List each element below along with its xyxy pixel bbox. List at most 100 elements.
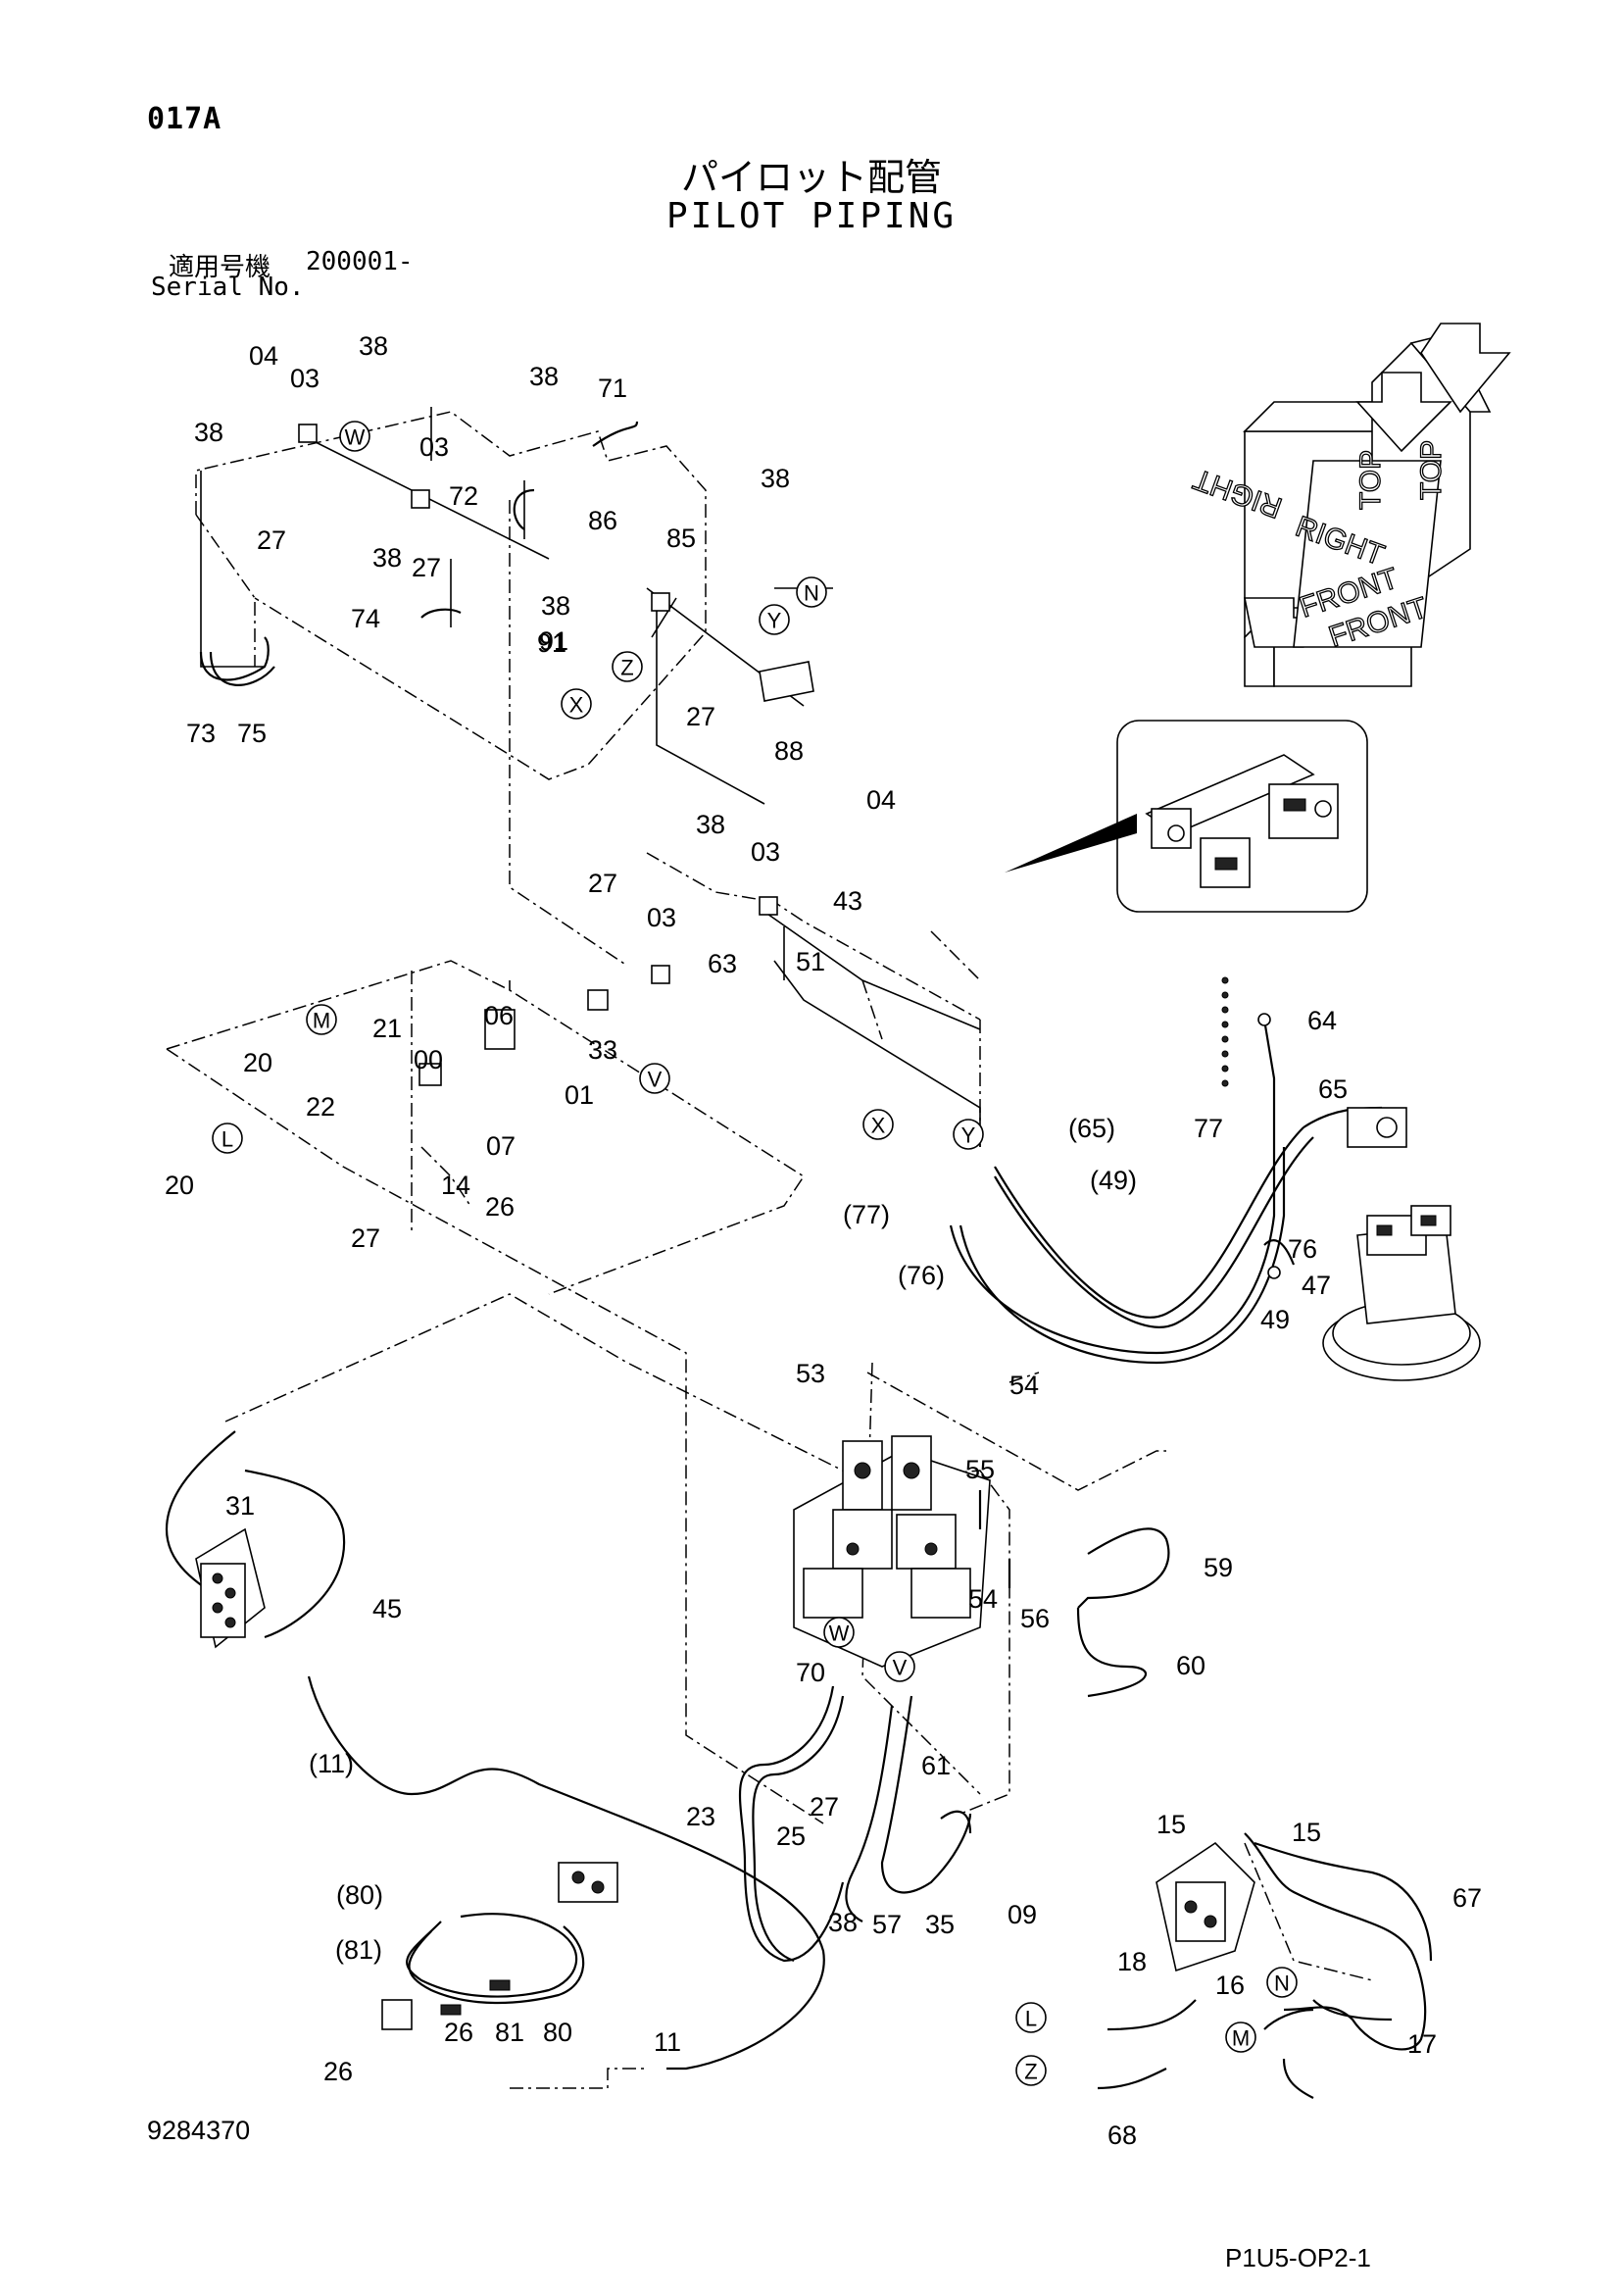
part-callout: 47 <box>1302 1271 1331 1300</box>
hose-set-49-65-77 <box>949 1013 1383 1365</box>
part-callout: 38 <box>359 331 388 361</box>
connection-marker-w: W <box>823 1617 855 1648</box>
part-callout: 63 <box>708 949 737 978</box>
svg-text:X: X <box>871 1114 886 1138</box>
solenoid-80-81 <box>381 1862 618 2030</box>
orientation-indicator: TOP TOP RIGHT RIGHT FRONT FRONT <box>1189 323 1511 687</box>
part-callout: (65) <box>1068 1114 1115 1143</box>
part-callout: 54 <box>1009 1371 1039 1400</box>
svg-text:X: X <box>569 693 584 718</box>
part-callout: 33 <box>588 1035 617 1065</box>
dotted-fasteners-64 <box>1221 976 1229 1087</box>
page-code: 017A <box>147 102 222 136</box>
part-callout: 74 <box>351 604 380 633</box>
svg-text:N: N <box>1274 1972 1290 1996</box>
part-callout: 25 <box>776 1822 806 1851</box>
part-callout: 03 <box>647 903 676 932</box>
serial-range: 200001- <box>306 247 414 276</box>
orientation-top-a: TOP <box>1354 450 1387 510</box>
part-callout: 55 <box>965 1455 995 1484</box>
part-callout: (11) <box>309 1749 354 1778</box>
connection-marker-z: Z <box>612 651 643 682</box>
part-callout: 04 <box>249 341 278 371</box>
part-callout: 88 <box>774 736 804 766</box>
part-callout: 38 <box>372 543 402 573</box>
part-callout: 38 <box>696 810 725 839</box>
part-callout: 91 <box>537 628 566 658</box>
part-callout: 49 <box>1260 1305 1290 1334</box>
part-callout: 31 <box>225 1491 255 1521</box>
part-callout: (77) <box>843 1200 890 1229</box>
part-callout: 03 <box>290 364 320 393</box>
svg-text:L: L <box>1025 2007 1037 2031</box>
part-callout: 27 <box>588 869 617 898</box>
part-callout: 70 <box>796 1658 825 1687</box>
part-callout: 27 <box>257 525 286 555</box>
serial-label-japanese: 適用号機 <box>169 253 271 282</box>
connection-marker-v: V <box>884 1651 915 1682</box>
orientation-top-b: TOP <box>1415 440 1448 500</box>
part-callout: 72 <box>449 481 478 511</box>
connection-marker-x: X <box>561 688 592 720</box>
part-callout: 26 <box>444 2018 473 2047</box>
part-callout: 51 <box>796 947 825 976</box>
connection-marker-n: N <box>1266 1967 1298 1998</box>
part-callout: 09 <box>1008 1900 1037 1929</box>
part-callout: 45 <box>372 1594 402 1623</box>
serial-label-english: Serial No. <box>151 273 305 302</box>
svg-text:Y: Y <box>767 609 782 633</box>
part-callout: 23 <box>686 1802 715 1831</box>
sheet-code: P1U5-OP2-1 <box>1225 2243 1371 2272</box>
part-callout: 14 <box>441 1171 470 1200</box>
upper-fittings <box>298 424 814 1086</box>
part-callout: 03 <box>419 432 449 462</box>
svg-text:M: M <box>313 1009 330 1033</box>
part-callout: 81 <box>495 2018 524 2047</box>
part-callout: 67 <box>1452 1883 1482 1913</box>
part-callout: 77 <box>1194 1114 1223 1143</box>
connection-marker-y: Y <box>953 1119 984 1150</box>
connection-marker-l: L <box>1015 2002 1047 2033</box>
connection-marker-v: V <box>639 1063 670 1094</box>
part-callout: 26 <box>323 2057 353 2086</box>
part-callout: 91 <box>539 626 568 656</box>
part-callout: 07 <box>486 1131 516 1161</box>
svg-text:M: M <box>1232 2026 1250 2051</box>
part-callout: 57 <box>872 1910 902 1939</box>
part-callout: 27 <box>686 702 715 731</box>
hose-set-73-75 <box>199 421 639 686</box>
part-callout: 20 <box>243 1048 272 1077</box>
svg-text:N: N <box>804 581 819 606</box>
part-callout: 38 <box>194 418 223 447</box>
page-title-english: PILOT PIPING <box>665 196 958 236</box>
part-callout: 64 <box>1307 1006 1337 1035</box>
part-callout: 38 <box>828 1908 858 1937</box>
part-callout: (81) <box>335 1935 382 1965</box>
detail-inset-valve <box>1005 720 1368 913</box>
part-callout: 65 <box>1318 1074 1348 1104</box>
part-callout: 21 <box>372 1014 402 1043</box>
part-callout: 75 <box>237 719 267 748</box>
upper-frame-outline <box>166 411 1373 2089</box>
part-callout: (76) <box>898 1261 945 1290</box>
part-callout: 43 <box>833 886 862 916</box>
part-callout: 53 <box>796 1359 825 1388</box>
connection-marker-n: N <box>796 576 827 608</box>
part-callout: 73 <box>186 719 216 748</box>
part-callout: 56 <box>1020 1604 1050 1633</box>
svg-text:L: L <box>221 1127 233 1152</box>
part-callout: (49) <box>1090 1166 1137 1195</box>
part-callout: (80) <box>336 1880 383 1910</box>
svg-text:W: W <box>345 425 366 450</box>
svg-text:V: V <box>893 1656 908 1680</box>
part-callout: 35 <box>925 1910 955 1939</box>
part-callout: 26 <box>485 1192 515 1222</box>
swing-motor <box>1322 1107 1481 1381</box>
part-callout: 01 <box>565 1080 594 1110</box>
part-callout: 06 <box>484 1001 514 1030</box>
part-callout: 16 <box>1215 1971 1245 2000</box>
part-callout: 59 <box>1204 1553 1233 1582</box>
